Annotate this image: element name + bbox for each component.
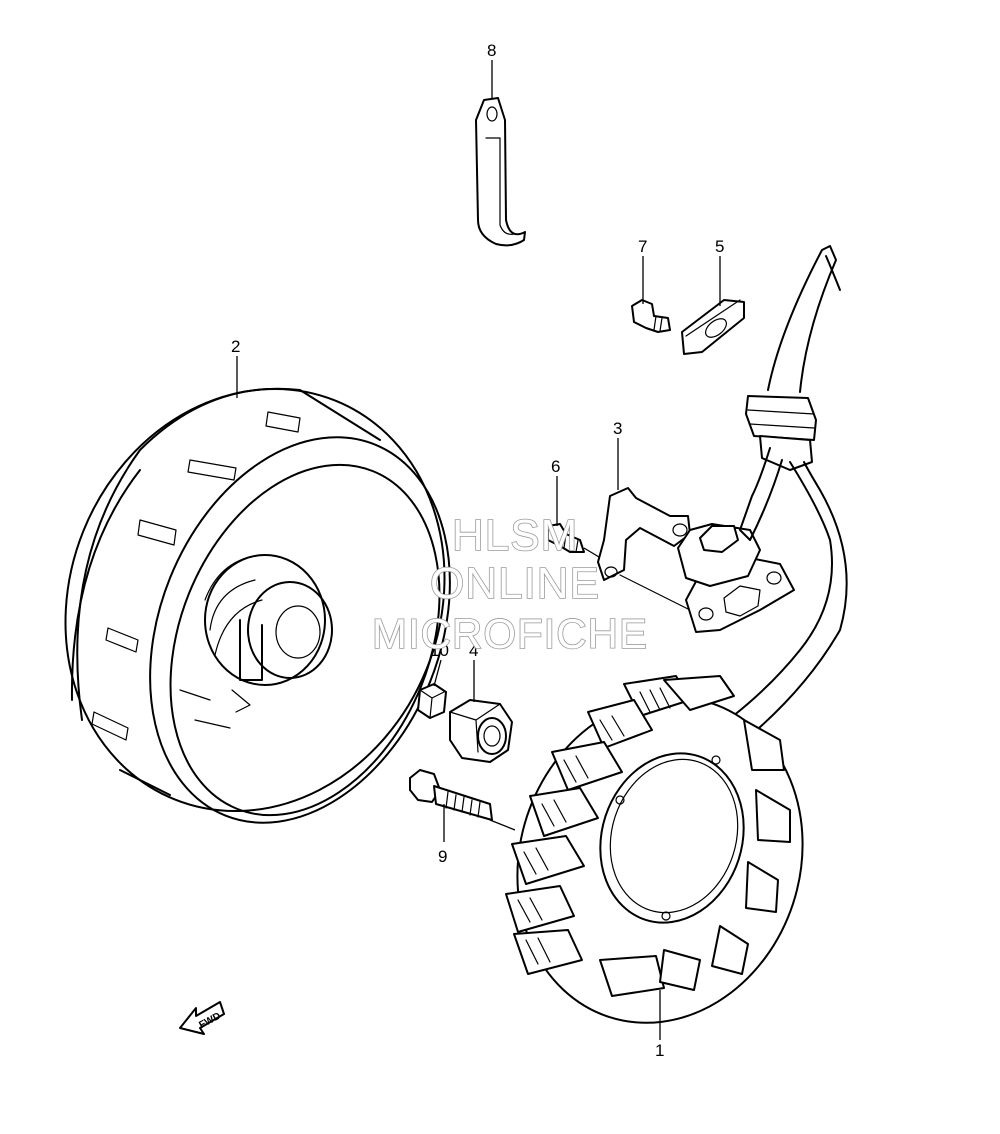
part-7-screw[interactable] xyxy=(631,299,671,333)
callout-3: 3 xyxy=(613,419,622,438)
callout-8: 8 xyxy=(487,41,496,60)
callout-7: 7 xyxy=(638,237,647,256)
callout-9: 9 xyxy=(438,847,447,866)
callouts: 8 2 7 5 3 6 10 4 9 1 xyxy=(231,41,724,1060)
part-5-plate[interactable] xyxy=(681,299,745,355)
wire-harness xyxy=(629,245,848,809)
part-2-rotor[interactable] xyxy=(3,331,507,868)
callout-6: 6 xyxy=(551,457,560,476)
part-8-wire-clamp[interactable] xyxy=(475,97,526,247)
part-6-screw[interactable] xyxy=(547,523,605,561)
callout-10: 10 xyxy=(430,641,449,660)
callout-4: 4 xyxy=(469,641,478,660)
part-10-key[interactable] xyxy=(417,683,447,719)
part-3-pickup-coil[interactable] xyxy=(597,487,795,633)
watermark: HLSM ONLINE MICROFICHE xyxy=(371,510,648,658)
part-4-nut[interactable] xyxy=(449,699,513,763)
part-9-bolt[interactable] xyxy=(409,769,516,831)
watermark-line-2: ONLINE xyxy=(430,559,600,608)
watermark-line-1: HLSM xyxy=(452,511,578,560)
watermark-line-3: MICROFICHE xyxy=(372,610,648,657)
callout-1: 1 xyxy=(655,1041,664,1060)
leader-lines xyxy=(236,60,721,1040)
fwd-arrow-icon: FWD xyxy=(179,1001,225,1035)
callout-2: 2 xyxy=(231,337,240,356)
part-1-stator[interactable] xyxy=(476,660,844,1060)
callout-5: 5 xyxy=(715,237,724,256)
